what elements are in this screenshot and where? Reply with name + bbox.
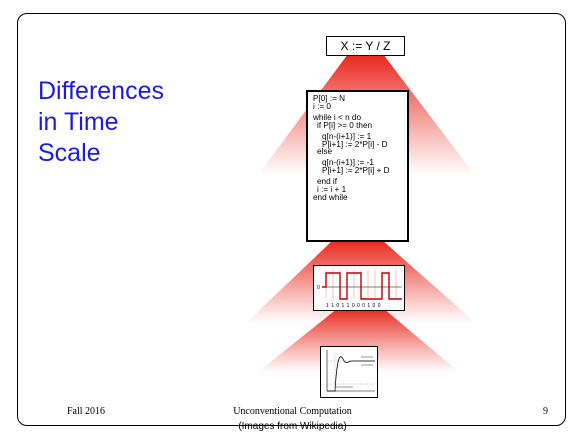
image-credit: (Images from Wikipedia) xyxy=(238,421,347,432)
title-line-1: Differences xyxy=(38,77,164,105)
code-line: P[i+1] := 2*P[i] - D xyxy=(322,139,388,149)
title-line-3: Scale xyxy=(38,139,101,167)
square-wave-graphic: 0 1 1 0 1 1 0 0 0 1 0 0 xyxy=(317,270,402,309)
slide-number: 9 xyxy=(543,406,548,417)
code-line: end while xyxy=(313,192,348,202)
code-line: i := 0 xyxy=(313,101,331,111)
footer-course: Unconventional Computation xyxy=(233,406,352,417)
slide-title: Differences in Time Scale xyxy=(38,76,238,169)
code-line: if P[i] >= 0 then xyxy=(317,120,373,130)
code-line: end if xyxy=(317,177,338,187)
signal-axis-label: 0 xyxy=(317,285,320,291)
step-response-graphic xyxy=(326,350,375,392)
digital-signal-image: 0 1 1 0 1 1 0 0 0 1 0 0 xyxy=(313,265,405,311)
code-line: else xyxy=(317,147,333,157)
code-line: q[n-(i+1)] := 1 xyxy=(322,131,372,141)
slide-frame xyxy=(17,13,566,426)
step-response-image xyxy=(320,346,378,398)
signal-bits-label: 1 1 0 1 1 0 0 0 1 0 0 xyxy=(326,303,381,309)
equation-box: X := Y / Z xyxy=(326,36,405,56)
code-line: P[0] := N xyxy=(313,94,346,103)
title-line-2: in Time xyxy=(38,108,119,136)
code-line: P[i+1] := 2*P[i] + D xyxy=(322,166,390,176)
footer-term: Fall 2016 xyxy=(67,406,106,417)
pseudocode-box: P[0] := N i := 0 while i < n do if P[i] … xyxy=(306,90,409,242)
beam-3 xyxy=(258,308,459,372)
code-line: while i < n do xyxy=(313,112,362,122)
code-line: i := i + 1 xyxy=(317,185,347,195)
code-line: q[n-(i+1)] := -1 xyxy=(322,158,374,168)
